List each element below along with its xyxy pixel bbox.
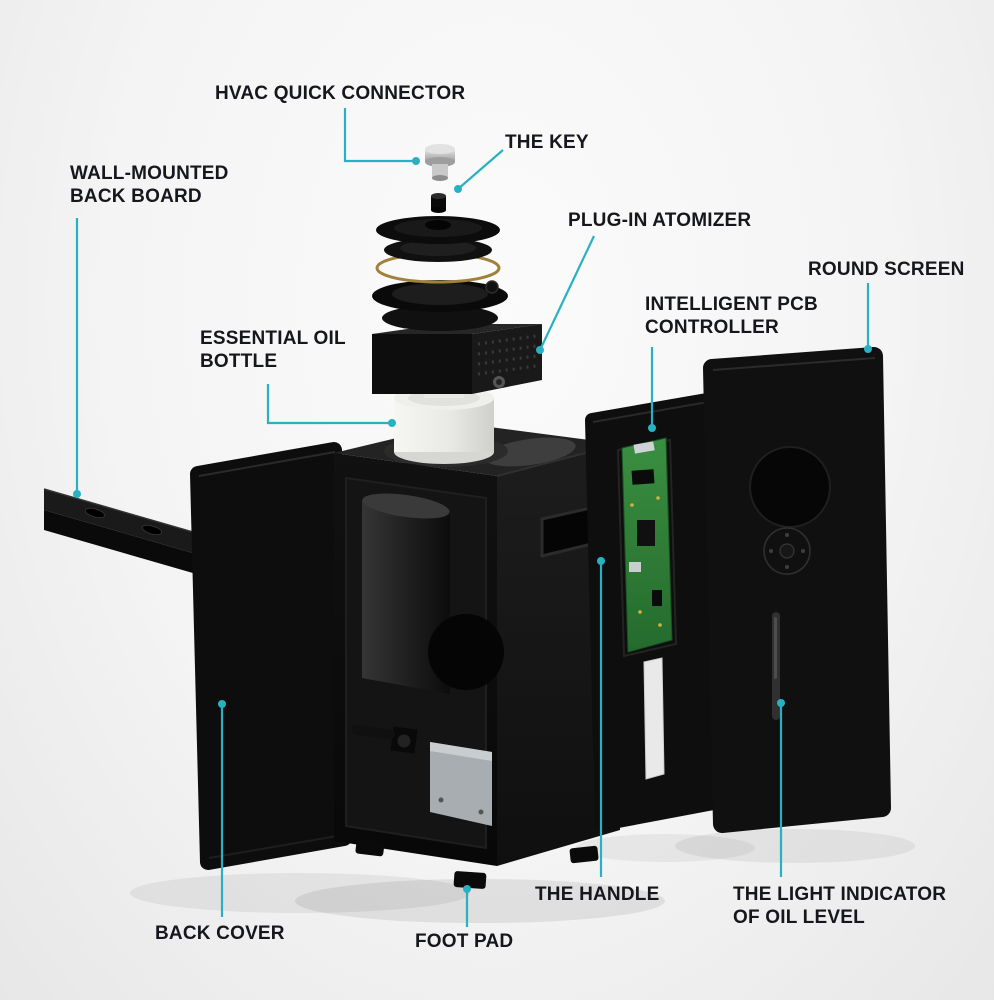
main-body-part xyxy=(334,423,621,889)
inner-opening xyxy=(428,614,504,690)
foot-pads xyxy=(355,838,599,889)
label-the-handle: THE HANDLE xyxy=(535,884,660,905)
light-window xyxy=(643,657,665,780)
pcb-panel-part xyxy=(585,389,747,831)
pcb-board xyxy=(616,437,678,658)
label-the-key: THE KEY xyxy=(505,132,589,153)
label-plug-in-atomizer: PLUG-IN ATOMIZER xyxy=(568,210,752,231)
callout-the-key xyxy=(454,149,504,193)
callout-round-screen xyxy=(864,283,872,353)
hvac-connector-part xyxy=(425,144,455,181)
atomizer-grille xyxy=(477,334,537,376)
label-round-screen: ROUND SCREEN xyxy=(808,259,965,280)
key-part xyxy=(431,193,446,213)
floor-shadows xyxy=(130,829,915,923)
label-hvac-quick-connector: HVAC QUICK CONNECTOR xyxy=(215,83,466,104)
atomizer-part xyxy=(372,324,542,394)
callout-foot-pad xyxy=(463,885,471,927)
oil-level-light-strip xyxy=(772,612,780,720)
callout-back-cover xyxy=(218,700,226,917)
callout-lines xyxy=(73,108,872,927)
callout-wall-board xyxy=(73,218,81,498)
control-dpad xyxy=(763,527,811,575)
label-back-cover: BACK COVER xyxy=(155,923,285,944)
label-essential-oil-bottle: ESSENTIAL OIL BOTTLE xyxy=(200,328,346,373)
inner-cylinder xyxy=(362,493,450,694)
callout-atomizer xyxy=(536,235,595,354)
label-intelligent-pcb-controller: INTELLIGENT PCB CONTROLLER xyxy=(645,294,818,339)
callout-handle xyxy=(597,557,605,877)
round-screen xyxy=(749,446,831,528)
label-foot-pad: FOOT PAD xyxy=(415,931,514,952)
round-screen-panel-part xyxy=(703,347,891,833)
oil-fitting xyxy=(351,724,418,754)
label-light-indicator-oil-level: THE LIGHT INDICATOR OF OIL LEVEL xyxy=(733,884,947,929)
label-wall-mounted-back-board: WALL-MOUNTED BACK BOARD xyxy=(70,163,229,208)
callout-oil-bottle xyxy=(266,384,396,427)
callout-light-indicator xyxy=(777,699,785,877)
callout-hvac-connector xyxy=(343,108,420,165)
atomizer-disc-stack xyxy=(372,216,508,331)
callout-pcb xyxy=(648,347,656,432)
pump-plate xyxy=(430,742,492,826)
back-cover-part xyxy=(190,442,352,870)
